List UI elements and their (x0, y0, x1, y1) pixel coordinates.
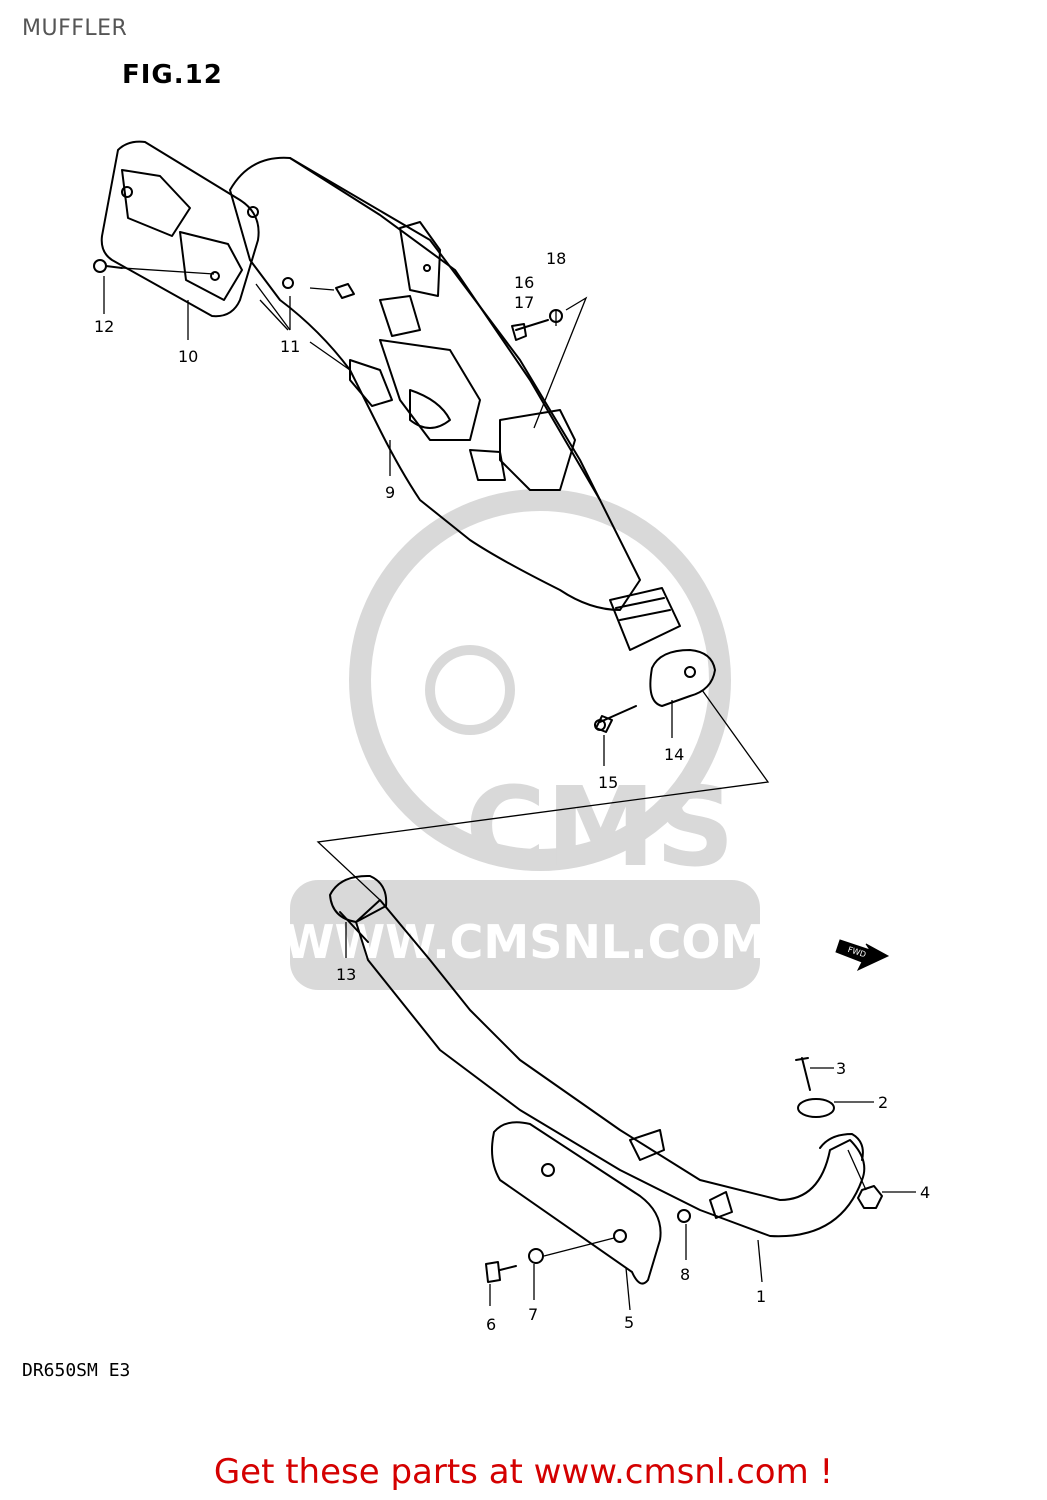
leader-lines (103, 267, 916, 1311)
callout-4: 4 (920, 1183, 930, 1202)
watermark-logo-text: CMS (465, 763, 734, 891)
leader-11-a (255, 283, 291, 331)
stud-3 (795, 1057, 811, 1091)
connector-13 (329, 874, 388, 943)
leader-1 (757, 1239, 763, 1283)
leader-12-shield (121, 267, 215, 275)
watermark-mascot-outline (349, 489, 731, 871)
front-direction-arrow-icon: FWD (835, 939, 890, 972)
washer-7 (528, 1248, 544, 1264)
clamp-14 (649, 649, 716, 707)
callout-5: 5 (624, 1313, 634, 1332)
pipe-guard-5 (491, 1121, 662, 1285)
heat-shield-10 (100, 140, 260, 318)
leader-11-c (259, 299, 289, 331)
callout-10: 10 (178, 347, 198, 366)
callout-7: 7 (528, 1305, 538, 1324)
callout-1: 1 (756, 1287, 766, 1306)
watermark-url-text: WWW.CMSNL.COM (284, 915, 767, 969)
figure-number: FIG.12 (122, 60, 223, 90)
bolt-15 (594, 705, 637, 733)
leader-5 (625, 1267, 631, 1311)
muffler-9 (229, 156, 681, 651)
callout-9: 9 (385, 483, 395, 502)
leader-16-17 (533, 296, 588, 429)
callout-labels: 1 2 3 4 5 6 7 8 9 10 11 12 13 14 15 16 1… (94, 249, 930, 1334)
leader-13-connection (316, 689, 770, 901)
nut-4 (857, 1185, 883, 1209)
callout-2: 2 (878, 1093, 888, 1112)
callout-11: 11 (280, 337, 300, 356)
callout-8: 8 (680, 1265, 690, 1284)
callout-3: 3 (836, 1059, 846, 1078)
leader-4-a (847, 1149, 867, 1191)
callout-12: 12 (94, 317, 114, 336)
washer-8 (677, 1209, 691, 1223)
watermark-mascot-face (425, 645, 515, 735)
callout-15: 15 (598, 773, 618, 792)
parts-shop-link[interactable]: Get these parts at www.cmsnl.com ! (213, 1452, 834, 1492)
callout-14: 14 (664, 745, 684, 764)
exhaust-pipe-1 (355, 899, 866, 1238)
leader-11-mount (309, 341, 351, 371)
bolt-12 (93, 259, 123, 273)
callout-13: 13 (336, 965, 356, 984)
callout-6: 6 (486, 1315, 496, 1334)
leader-11-b (309, 287, 335, 291)
bolt-16-17 (511, 319, 549, 341)
gasket-2 (797, 1098, 835, 1118)
callout-16: 16 (514, 273, 534, 292)
leader-7-guard (543, 1237, 615, 1257)
bolt-6 (485, 1261, 517, 1283)
callout-17: 17 (514, 293, 534, 312)
watermark-url-bar (290, 880, 760, 990)
cms-watermark: CMS WWW.CMSNL.COM (284, 489, 767, 990)
model-code: DR650SM E3 (22, 1360, 131, 1381)
callout-18: 18 (546, 249, 566, 268)
washer-nut-11 (282, 277, 355, 299)
page-title: MUFFLER (22, 16, 128, 41)
